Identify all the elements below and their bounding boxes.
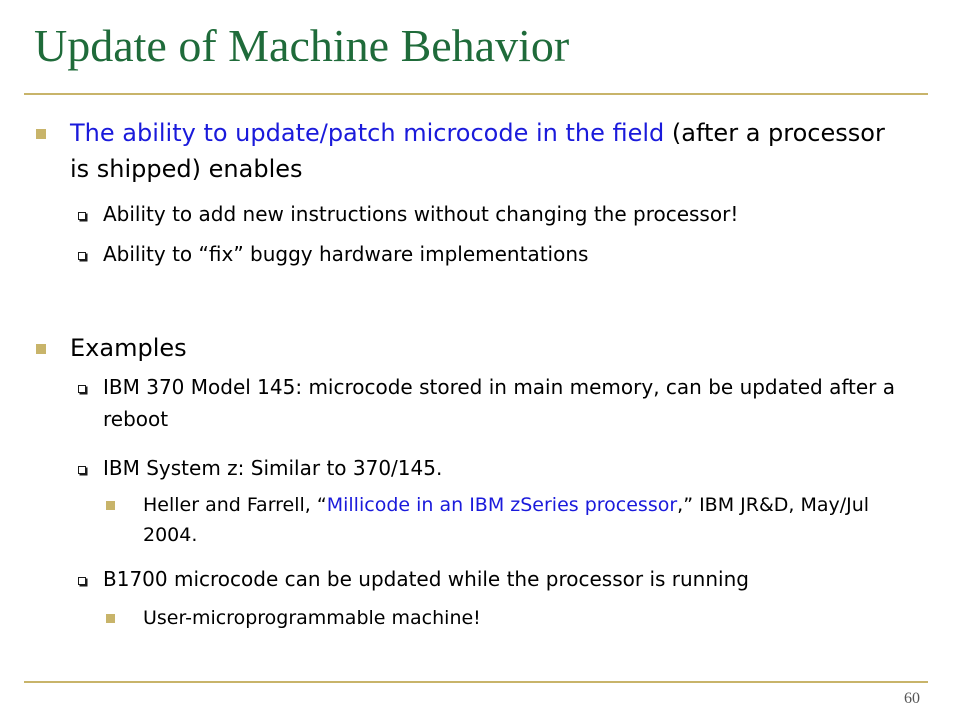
box-bullet-icon [78, 212, 86, 220]
box-bullet-icon [78, 252, 86, 260]
square-bullet-icon [36, 129, 46, 139]
box-bullet-icon [78, 577, 86, 585]
square-bullet-icon [106, 614, 115, 623]
page-number: 60 [904, 690, 920, 707]
sub-bullet-text: Ability to “fix” buggy hardware implemen… [103, 242, 589, 266]
sub-sub-bullet-user-microprogrammable: User-microprogrammable machine! [106, 603, 923, 633]
footer-divider [24, 681, 928, 683]
bullet-text: (after a processor is shipped) enables [70, 119, 885, 183]
sub-bullet-b1700: B1700 microcode can be updated while the… [78, 563, 933, 595]
sub-bullet-text: Ability to add new instructions without … [103, 202, 739, 226]
sub-bullet-text: IBM System z: Similar to 370/145. [103, 456, 443, 480]
sub-sub-bullet-heller-farrell: Heller and Farrell, “Millicode in an IBM… [106, 490, 923, 550]
slide-title: Update of Machine Behavior [34, 20, 570, 71]
title-divider [24, 93, 928, 95]
sub-bullet-new-instructions: Ability to add new instructions without … [78, 198, 933, 230]
citation-paper-title: Millicode in an IBM zSeries processor [326, 494, 678, 516]
square-bullet-icon [106, 501, 115, 510]
square-bullet-icon [36, 344, 46, 354]
box-bullet-icon [78, 385, 86, 393]
sub-bullet-fix-buggy-hardware: Ability to “fix” buggy hardware implemen… [78, 238, 933, 270]
sub-sub-bullet-text: User-microprogrammable machine! [143, 607, 481, 629]
sub-bullet-ibm-system-z: IBM System z: Similar to 370/145. [78, 452, 933, 484]
sub-bullet-ibm-370: IBM 370 Model 145: microcode stored in m… [78, 371, 933, 435]
citation-prefix: Heller and Farrell, “ [143, 494, 327, 516]
sub-bullet-text: B1700 microcode can be updated while the… [103, 567, 749, 591]
sub-bullet-text: IBM 370 Model 145: microcode stored in m… [103, 375, 896, 431]
bullet-text: Examples [70, 334, 187, 362]
citation-suffix: ,” IBM JR&D, May/Jul 2004. [143, 494, 870, 546]
box-bullet-icon [78, 466, 86, 474]
bullet-examples: Examples [36, 330, 910, 366]
bullet-ability-to-update: The ability to update/patch microcode in… [36, 115, 910, 187]
highlighted-text: The ability to update/patch microcode in… [70, 119, 665, 147]
